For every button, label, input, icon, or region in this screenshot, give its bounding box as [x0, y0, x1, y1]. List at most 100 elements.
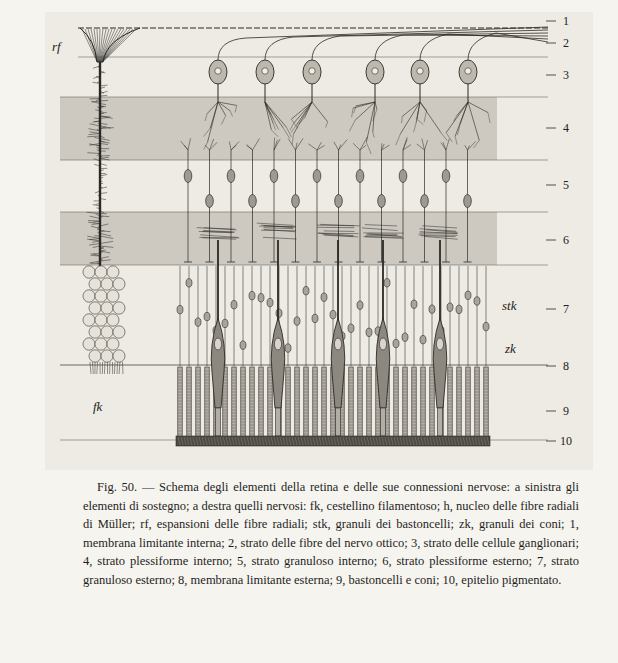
drawing-stroke: [109, 362, 110, 374]
drawing-stroke: [412, 389, 416, 390]
drawing-stroke: [250, 413, 254, 414]
drawing-stroke: [430, 410, 434, 411]
drawing-stroke: [403, 383, 407, 384]
drawing-stroke: [291, 125, 296, 132]
drawing-stroke: [448, 374, 452, 375]
drawing-stroke: [313, 434, 317, 435]
drawing-stroke: [412, 419, 416, 420]
muller-fibre: [80, 28, 140, 374]
drawing-stroke: [223, 422, 227, 423]
drawing-stroke: [180, 266, 181, 366]
drawing-stroke: [430, 395, 434, 396]
drawing-stroke: [241, 386, 245, 387]
drawing-stroke: [367, 395, 371, 396]
drawing-stroke: [484, 377, 488, 378]
drawing-stroke: [546, 366, 556, 367]
drawing-stroke: [263, 237, 297, 239]
drawing-stroke: [267, 298, 273, 306]
drawing-stroke: [196, 374, 200, 375]
drawing-stroke: [421, 404, 425, 405]
drawing-stroke: [83, 314, 95, 326]
drawing-stroke: [430, 398, 434, 399]
drawing-stroke: [91, 29, 98, 62]
pigment-hatch: [400, 437, 402, 445]
part-letter: stk: [502, 299, 516, 313]
drawing-stroke: [446, 133, 452, 142]
drawing-stroke: [268, 416, 272, 417]
drawing-stroke: [295, 431, 299, 432]
drawing-stroke: [97, 154, 100, 156]
drawing-stroke: [466, 398, 470, 399]
drawing-stroke: [259, 374, 263, 375]
drawing-stroke: [420, 335, 426, 343]
drawing-stroke: [403, 407, 407, 408]
drawing-stroke: [421, 419, 425, 420]
drawing-stroke: [202, 231, 234, 233]
drawing-stroke: [256, 60, 274, 84]
drawing-stroke: [97, 232, 100, 233]
callout-number: 1: [563, 14, 569, 28]
drawing-stroke: [367, 380, 371, 381]
drawing-stroke: [249, 262, 257, 263]
drawing-stroke: [211, 318, 225, 408]
drawing-stroke: [259, 416, 263, 417]
drawing-stroke: [484, 428, 488, 429]
drawing-stroke: [425, 140, 428, 150]
pigment-hatch: [232, 437, 234, 445]
pigment-hatch: [352, 437, 354, 445]
drawing-stroke: [475, 428, 479, 429]
pigment-hatch: [190, 437, 192, 445]
drawing-stroke: [412, 398, 416, 399]
drawing-stroke: [421, 262, 429, 263]
drawing-stroke: [214, 338, 221, 350]
drawing-stroke: [286, 367, 290, 437]
drawing-stroke: [546, 21, 556, 22]
drawing-stroke: [286, 416, 290, 417]
drawing-stroke: [394, 371, 398, 372]
drawing-stroke: [94, 200, 100, 201]
drawing-stroke: [403, 139, 407, 150]
drawing-stroke: [457, 377, 461, 378]
drawing-stroke: [100, 127, 114, 129]
drawing-stroke: [80, 28, 140, 62]
drawing-stroke: [322, 434, 326, 435]
drawing-stroke: [430, 425, 434, 426]
drawing-stroke: [223, 416, 227, 417]
drawing-stroke: [356, 262, 364, 263]
drawing-stroke: [87, 239, 100, 241]
drawing-stroke: [60, 97, 548, 98]
drawing-stroke: [250, 404, 254, 405]
drawing-stroke: [107, 266, 119, 278]
drawing-stroke: [286, 386, 290, 387]
drawing-stroke: [196, 401, 200, 402]
drawing-stroke: [286, 377, 290, 378]
drawing-stroke: [448, 425, 452, 426]
drawing-stroke: [203, 128, 210, 136]
drawing-stroke: [313, 428, 317, 429]
drawing-stroke: [486, 266, 487, 366]
pigment-hatch: [421, 437, 423, 445]
drawing-stroke: [402, 102, 420, 116]
drawing-stroke: [112, 362, 113, 374]
drawing-stroke: [178, 380, 182, 381]
drawing-stroke: [313, 416, 317, 417]
drawing-stroke: [394, 434, 398, 435]
drawing-stroke: [484, 401, 488, 402]
drawing-stroke: [448, 389, 452, 390]
drawing-stroke: [117, 362, 118, 374]
drawing-stroke: [223, 404, 227, 405]
drawing-stroke: [295, 395, 299, 396]
drawing-stroke: [205, 383, 209, 384]
drawing-stroke: [466, 383, 470, 384]
callout-number: 2: [563, 36, 569, 50]
drawing-stroke: [93, 121, 100, 122]
pigment-hatch: [256, 437, 258, 445]
drawing-stroke: [457, 407, 461, 408]
drawing-stroke: [178, 374, 182, 375]
drawing-stroke: [430, 377, 434, 378]
drawing-stroke: [474, 297, 480, 305]
drawing-stroke: [178, 428, 182, 429]
drawing-stroke: [349, 422, 353, 423]
drawing-stroke: [232, 401, 236, 402]
drawing-stroke: [261, 266, 262, 366]
